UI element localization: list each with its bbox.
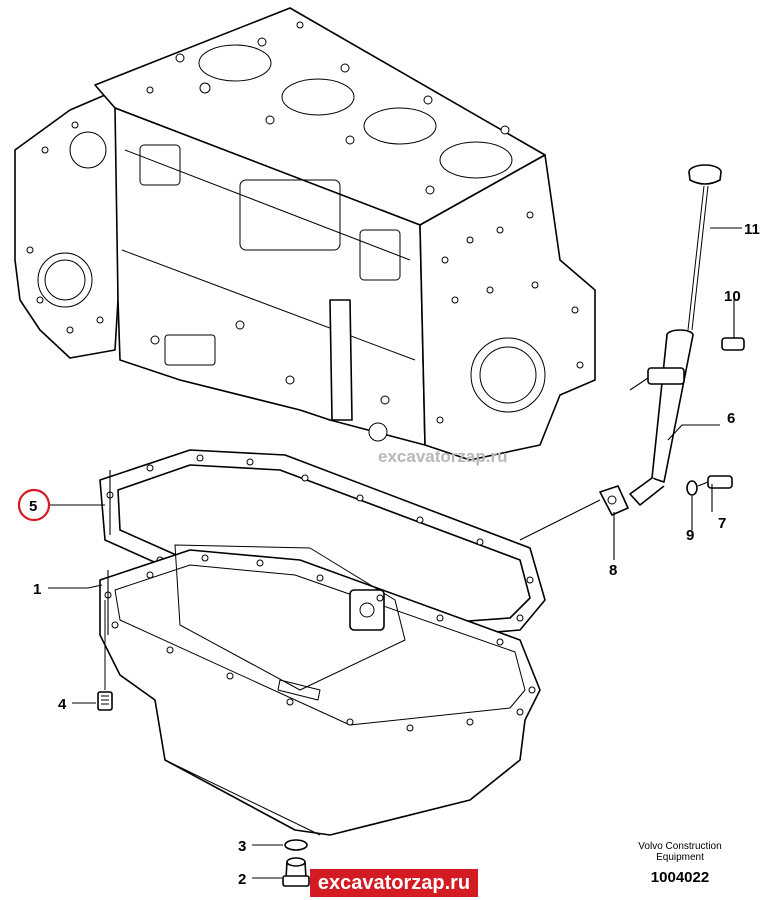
callout-11[interactable]: 11	[744, 221, 760, 238]
callout-2[interactable]: 2	[238, 871, 246, 888]
engine-block	[14, 7, 596, 461]
pan-bolt	[97, 600, 113, 711]
site-badge[interactable]: excavatorzap.ru	[310, 869, 478, 897]
callout-1[interactable]: 1	[33, 581, 41, 598]
callout-7[interactable]: 7	[718, 515, 726, 532]
leader-lines	[48, 227, 742, 879]
watermark: excavatorzap.ru	[378, 447, 507, 466]
callout-3[interactable]: 3	[238, 838, 246, 855]
dipstick-assembly	[599, 164, 745, 516]
document-number: 1004022	[651, 869, 709, 886]
oil-pan	[99, 544, 541, 836]
callout-6[interactable]: 6	[727, 410, 735, 427]
callout-5[interactable]: 5	[29, 498, 37, 515]
drain-plug	[282, 839, 310, 887]
callout-10[interactable]: 10	[724, 288, 741, 305]
callout-8[interactable]: 8	[609, 562, 617, 579]
manufacturer-line-2: Equipment	[656, 852, 704, 863]
callout-9[interactable]: 9	[686, 527, 694, 544]
manufacturer-line-1: Volvo Construction	[638, 841, 721, 852]
callout-4[interactable]: 4	[58, 696, 67, 713]
highlight-ring-5	[17, 488, 51, 522]
